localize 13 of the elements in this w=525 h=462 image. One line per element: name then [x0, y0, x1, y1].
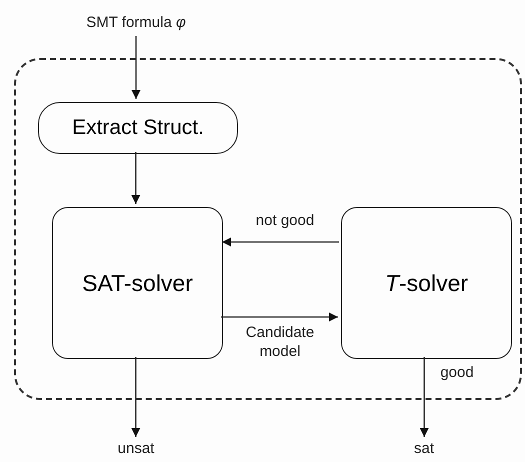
output-label: unsat	[106, 438, 166, 460]
arrow	[222, 238, 339, 246]
input-label: SMT formula φ	[56, 10, 216, 36]
arrow	[420, 357, 429, 437]
arrow	[131, 152, 140, 204]
arrow	[132, 36, 140, 99]
output-label: sat	[394, 438, 454, 460]
arrow	[221, 312, 338, 322]
dashed-boundary	[14, 58, 522, 400]
arrow	[131, 357, 140, 437]
process-box: SAT-solver	[52, 207, 223, 359]
process-box: T-solver	[341, 207, 512, 359]
process-box: Extract Struct.	[38, 102, 238, 154]
